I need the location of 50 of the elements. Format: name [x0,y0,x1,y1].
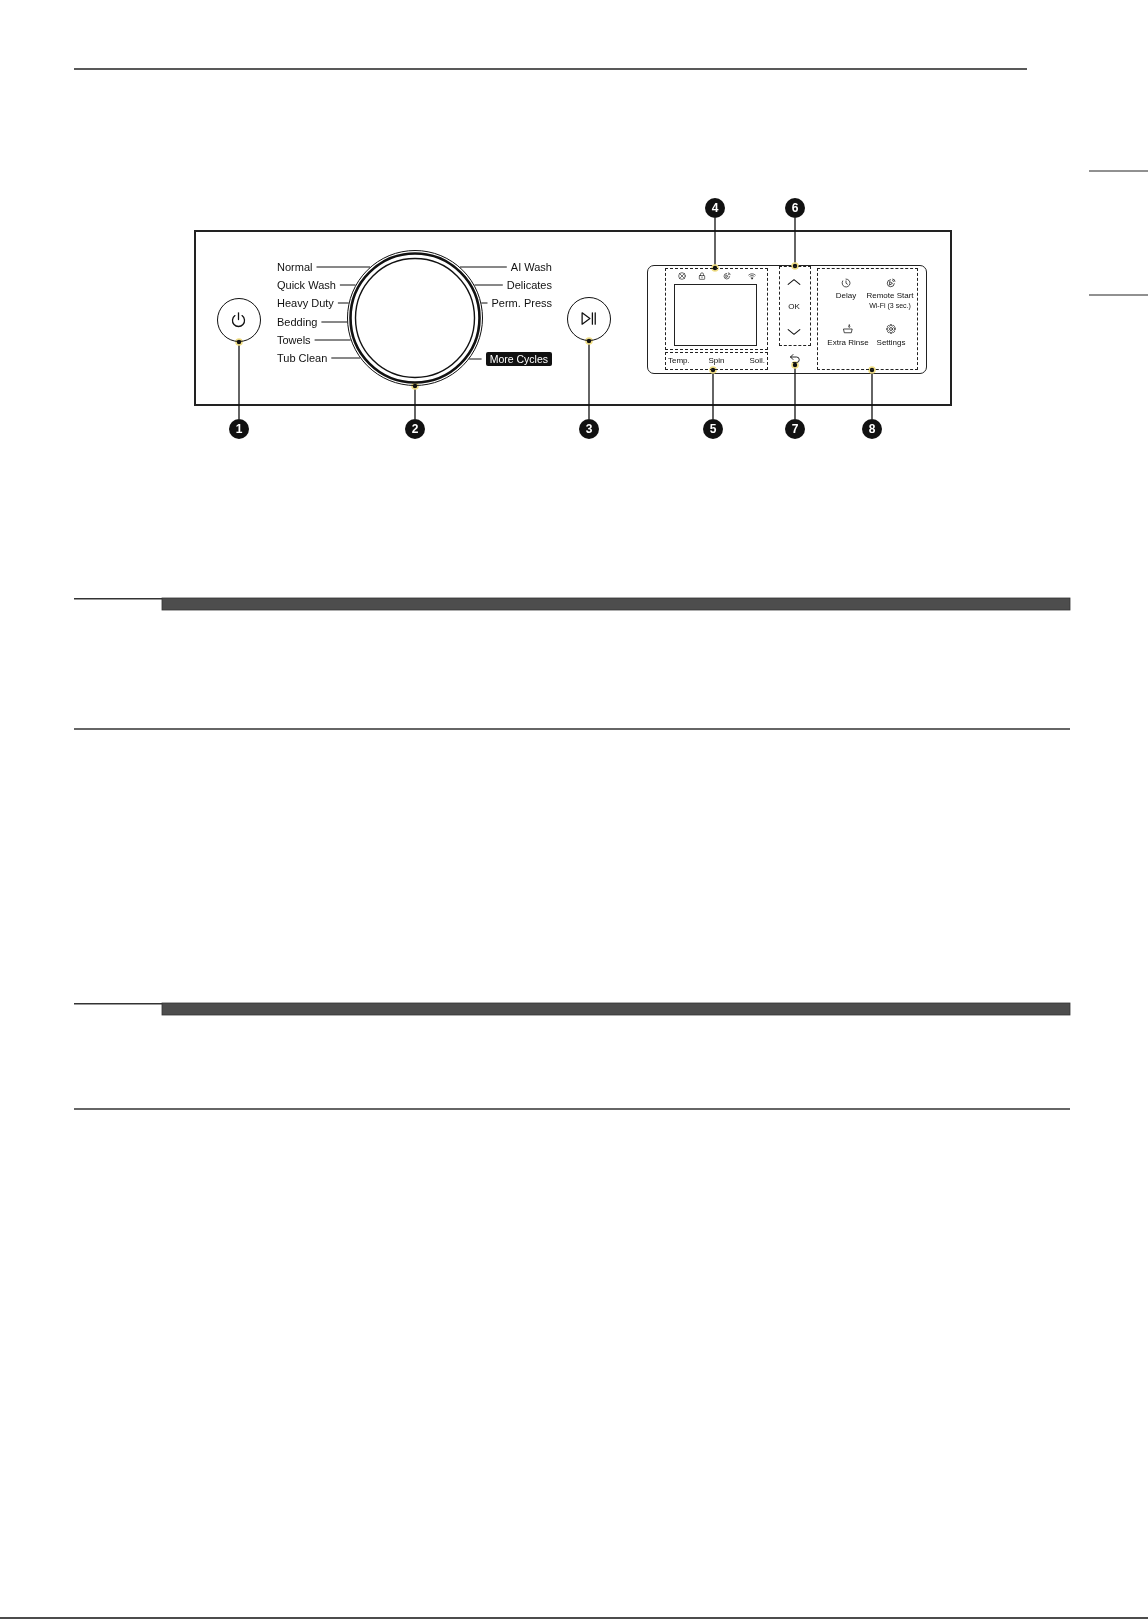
leader-line [480,302,488,304]
leader-line [468,358,483,360]
leader-line [235,338,243,420]
leader-line [709,366,717,420]
display-group-outline [665,268,768,350]
setting-label: Soil. [749,355,765,366]
callout-number: 2 [405,419,425,439]
callout-number: 7 [785,419,805,439]
cycle-label: Perm. Press [491,296,552,310]
callout-number: 6 [785,198,805,218]
cycle-label: Heavy Duty [277,296,334,310]
callout-number: 1 [229,419,249,439]
back-arrow-icon [789,353,801,365]
cycle-dial [347,250,483,386]
leader-line [337,302,350,304]
callout-number: 5 [703,419,723,439]
cycle-label: Bedding [277,315,318,329]
cycle-label: Normal [277,260,313,274]
cycle-label: Quick Wash [277,278,336,292]
leader-line [585,337,593,420]
callout-number: 4 [705,198,725,218]
cycle-label: Delicates [506,278,552,292]
option-labels-outline [665,352,768,370]
setting-label: Spin [708,355,725,366]
leader-line [320,321,348,323]
callout-number: 8 [862,419,882,439]
leader-line [474,284,504,286]
control-label: OK [788,302,800,312]
leader-line [791,361,799,420]
leader-line [314,339,352,341]
cycle-label: Towels [277,333,311,347]
leader-line [791,217,799,270]
option-label: Remote Start [866,291,914,301]
buttons-outline [817,268,918,370]
display-screen [674,284,757,346]
option-label: Settings [876,338,906,348]
leader-line [711,217,719,272]
leader-line [868,366,876,420]
navigation-outline [779,266,811,346]
option-label: Extra Rinse [827,338,869,348]
cycle-label: AI Wash [510,260,552,274]
cycle-badge: More Cycles [485,352,552,366]
option-label: Delay [835,291,857,301]
leader-line [316,266,371,268]
callout-number: 3 [579,419,599,439]
setting-label: Temp. [668,355,690,366]
leader-line [339,284,356,286]
cycle-label: Tub Clean [277,351,328,365]
leader-line [330,357,361,359]
leader-line [459,266,508,268]
